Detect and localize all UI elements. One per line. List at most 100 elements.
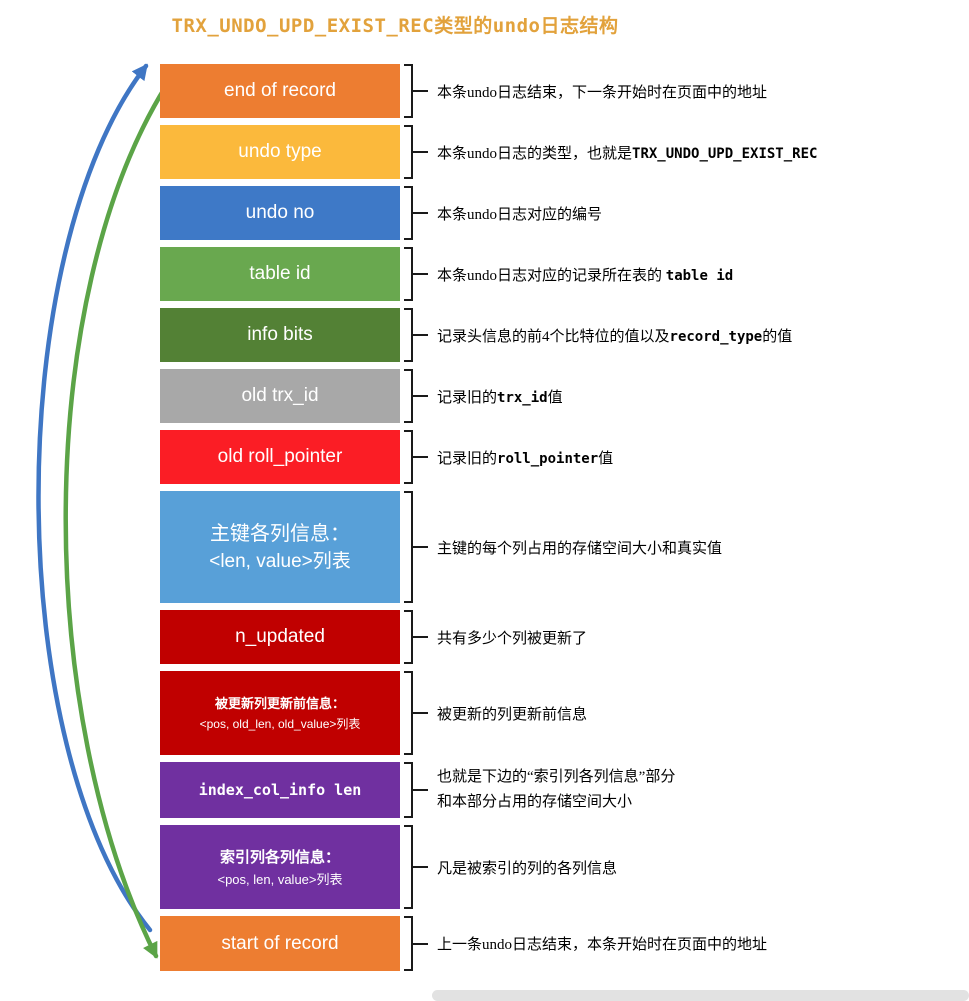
field-label-line1: 主键各列信息： bbox=[210, 522, 350, 545]
annotation-text: 凡是被索引的列的各列信息 bbox=[437, 860, 618, 877]
green-arrow-prev-record bbox=[63, 83, 169, 959]
annotation-text: 共有多少个列被更新了 bbox=[437, 630, 588, 647]
tick-line bbox=[413, 712, 428, 714]
field-label: start of record bbox=[221, 932, 339, 954]
annotation-text: 的值 bbox=[762, 328, 793, 345]
brace bbox=[404, 491, 413, 603]
field-block-info-bits: info bits bbox=[160, 308, 400, 362]
annotation-text: 本条undo日志对应的编号 bbox=[437, 206, 603, 223]
row-undo-no: undo no 本条undo日志对应的编号 bbox=[160, 186, 817, 240]
tick-line bbox=[413, 866, 428, 868]
field-label-line2: <pos, len, value>列表 bbox=[217, 872, 343, 887]
row-n-updated: n_updated 共有多少个列被更新了 bbox=[160, 610, 817, 664]
annotation-text: 上一条undo日志结束，本条开始时在页面中的地址 bbox=[437, 937, 768, 953]
annotation: 记录旧的roll_pointer值 bbox=[413, 430, 817, 484]
annotation: 本条undo日志对应的记录所在表的 table id bbox=[413, 247, 817, 301]
annotation-text: 本条undo日志的类型，也就是 bbox=[437, 145, 633, 162]
annotation: 凡是被索引的列的各列信息 bbox=[413, 825, 817, 909]
row-undo-type: undo type 本条undo日志的类型，也就是TRX_UNDO_UPD_EX… bbox=[160, 125, 817, 179]
brace bbox=[404, 825, 413, 909]
diagram-title: TRX_UNDO_UPD_EXIST_REC类型的undo日志结构 bbox=[171, 15, 619, 37]
row-indexed-columns-info: 索引列各列信息： <pos, len, value>列表 凡是被索引的列的各列信… bbox=[160, 825, 817, 909]
brace bbox=[404, 247, 413, 301]
field-label: end of record bbox=[224, 80, 336, 101]
row-end-of-record: end of record 本条undo日志结束，下一条开始时在页面中的地址 bbox=[160, 64, 817, 118]
annotation-code: TRX_UNDO_UPD_EXIST_REC bbox=[632, 145, 818, 162]
row-start-of-record: start of record 上一条undo日志结束，本条开始时在页面中的地址 bbox=[160, 916, 817, 971]
annotation: 也就是下边的“索引列各列信息”部分 和本部分占用的存储空间大小 bbox=[413, 762, 817, 818]
annotation-text: 值 bbox=[547, 389, 563, 406]
field-label-line1: 索引列各列信息： bbox=[219, 848, 340, 866]
field-label-line2: <pos, old_len, old_value>列表 bbox=[199, 717, 361, 732]
field-stack: end of record 本条undo日志结束，下一条开始时在页面中的地址 u… bbox=[160, 64, 817, 978]
annotation-text: 本条undo日志对应的记录所在表的 bbox=[437, 267, 666, 284]
field-label: old trx_id bbox=[241, 385, 319, 406]
brace bbox=[404, 64, 413, 118]
tick-line bbox=[413, 789, 428, 791]
row-info-bits: info bits 记录头信息的前4个比特位的值以及record_type的值 bbox=[160, 308, 817, 362]
annotation-text: 记录旧的 bbox=[437, 389, 498, 406]
annotation-code: trx_id bbox=[497, 389, 548, 406]
annotation: 本条undo日志结束，下一条开始时在页面中的地址 bbox=[413, 64, 817, 118]
tick-line bbox=[413, 395, 428, 397]
field-label-line1: 被更新列更新前信息： bbox=[214, 695, 345, 711]
field-label: undo type bbox=[238, 141, 322, 162]
annotation-code: record_type bbox=[669, 328, 763, 345]
field-label: undo no bbox=[245, 202, 315, 223]
field-label: old roll_pointer bbox=[217, 446, 343, 467]
tick-line bbox=[413, 212, 428, 214]
brace bbox=[404, 610, 413, 664]
annotation-text: 值 bbox=[598, 450, 614, 467]
annotation: 本条undo日志对应的编号 bbox=[413, 186, 817, 240]
field-block-index-col-info-len: index_col_info len bbox=[160, 762, 400, 818]
tick-line bbox=[413, 90, 428, 92]
tick-line bbox=[413, 636, 428, 638]
brace bbox=[404, 369, 413, 423]
field-label: n_updated bbox=[235, 626, 325, 647]
field-block-updated-columns-old-info: 被更新列更新前信息： <pos, old_len, old_value>列表 bbox=[160, 671, 400, 755]
field-block-n-updated: n_updated bbox=[160, 610, 400, 664]
field-label: index_col_info len bbox=[198, 781, 362, 799]
field-block-old-trx-id: old trx_id bbox=[160, 369, 400, 423]
brace bbox=[404, 186, 413, 240]
field-block-end-of-record: end of record bbox=[160, 64, 400, 118]
field-block-undo-no: undo no bbox=[160, 186, 400, 240]
annotation: 记录头信息的前4个比特位的值以及record_type的值 bbox=[413, 308, 817, 362]
field-block-start-of-record: start of record bbox=[160, 916, 400, 971]
field-block-primary-key-columns: 主键各列信息： <len, value>列表 bbox=[160, 491, 400, 603]
annotation-text-line2: 和本部分占用的存储空间大小 bbox=[437, 794, 633, 810]
brace bbox=[404, 762, 413, 818]
annotation: 本条undo日志的类型，也就是TRX_UNDO_UPD_EXIST_REC bbox=[413, 125, 817, 179]
annotation-text-line1: 也就是下边的“索引列各列信息”部分 bbox=[437, 769, 676, 786]
annotation-code: table id bbox=[665, 267, 734, 284]
brace bbox=[404, 125, 413, 179]
row-table-id: table id 本条undo日志对应的记录所在表的 table id bbox=[160, 247, 817, 301]
tick-line bbox=[413, 546, 428, 548]
annotation-text: 被更新的列更新前信息 bbox=[437, 706, 588, 723]
annotation-text: 主键的每个列占用的存储空间大小和真实值 bbox=[437, 540, 723, 557]
tick-line bbox=[413, 456, 428, 458]
field-block-undo-type: undo type bbox=[160, 125, 400, 179]
annotation: 上一条undo日志结束，本条开始时在页面中的地址 bbox=[413, 916, 817, 971]
brace bbox=[404, 430, 413, 484]
annotation: 记录旧的trx_id值 bbox=[413, 369, 817, 423]
horizontal-scrollbar-thumb[interactable] bbox=[432, 990, 969, 1001]
field-label: table id bbox=[249, 263, 311, 284]
annotation-text: 本条undo日志结束，下一条开始时在页面中的地址 bbox=[437, 84, 768, 101]
row-old-roll-pointer: old roll_pointer 记录旧的roll_pointer值 bbox=[160, 430, 817, 484]
field-label: info bits bbox=[247, 324, 313, 345]
row-updated-columns-old-info: 被更新列更新前信息： <pos, old_len, old_value>列表 被… bbox=[160, 671, 817, 755]
row-index-col-info-len: index_col_info len 也就是下边的“索引列各列信息”部分 和本部… bbox=[160, 762, 817, 818]
field-block-table-id: table id bbox=[160, 247, 400, 301]
row-primary-key-columns: 主键各列信息： <len, value>列表 主键的每个列占用的存储空间大小和真… bbox=[160, 491, 817, 603]
annotation: 共有多少个列被更新了 bbox=[413, 610, 817, 664]
field-block-indexed-columns-info: 索引列各列信息： <pos, len, value>列表 bbox=[160, 825, 400, 909]
annotation-text: 记录旧的 bbox=[437, 450, 498, 467]
annotation-text: 记录头信息的前4个比特位的值以及 bbox=[437, 328, 670, 345]
blue-arrow-next-record bbox=[36, 63, 153, 933]
tick-line bbox=[413, 151, 428, 153]
brace bbox=[404, 671, 413, 755]
brace bbox=[404, 308, 413, 362]
field-label-line2: <len, value>列表 bbox=[209, 550, 351, 572]
